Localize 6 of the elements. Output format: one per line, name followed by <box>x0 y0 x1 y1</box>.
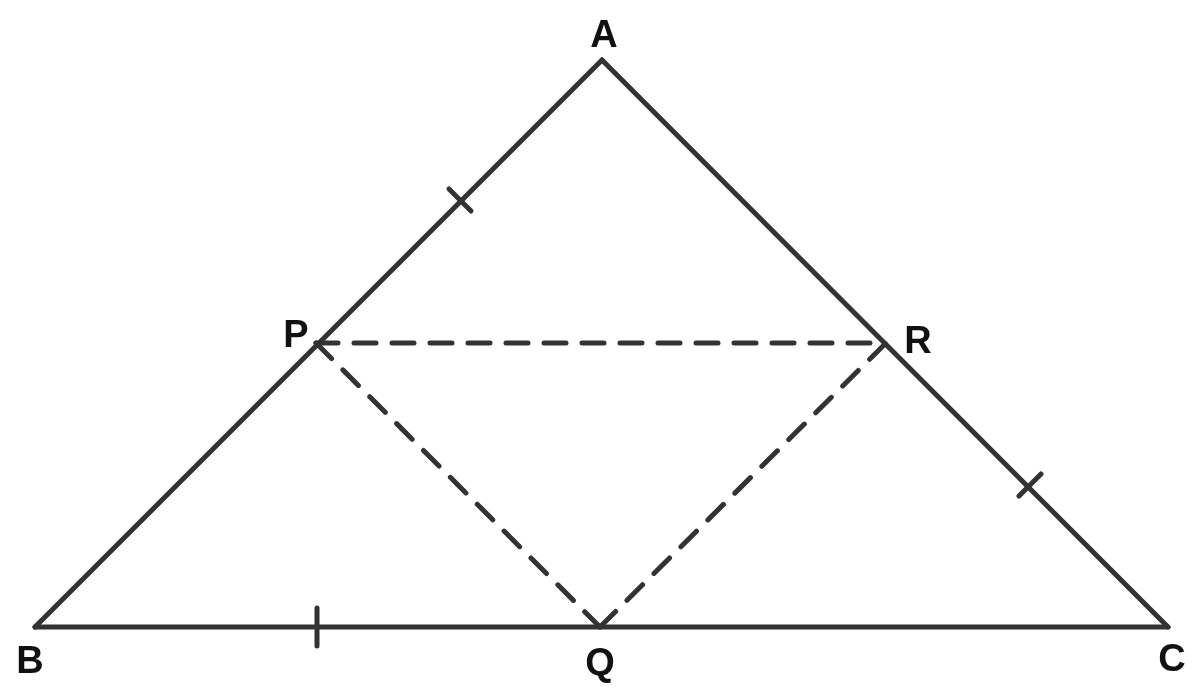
vertex-label: C <box>1158 639 1186 677</box>
vertex-label: R <box>904 321 932 359</box>
vertex-label: B <box>16 641 44 679</box>
vertex-label: P <box>283 315 309 353</box>
vertex-label: Q <box>585 643 615 681</box>
vertex-label: A <box>590 15 618 53</box>
